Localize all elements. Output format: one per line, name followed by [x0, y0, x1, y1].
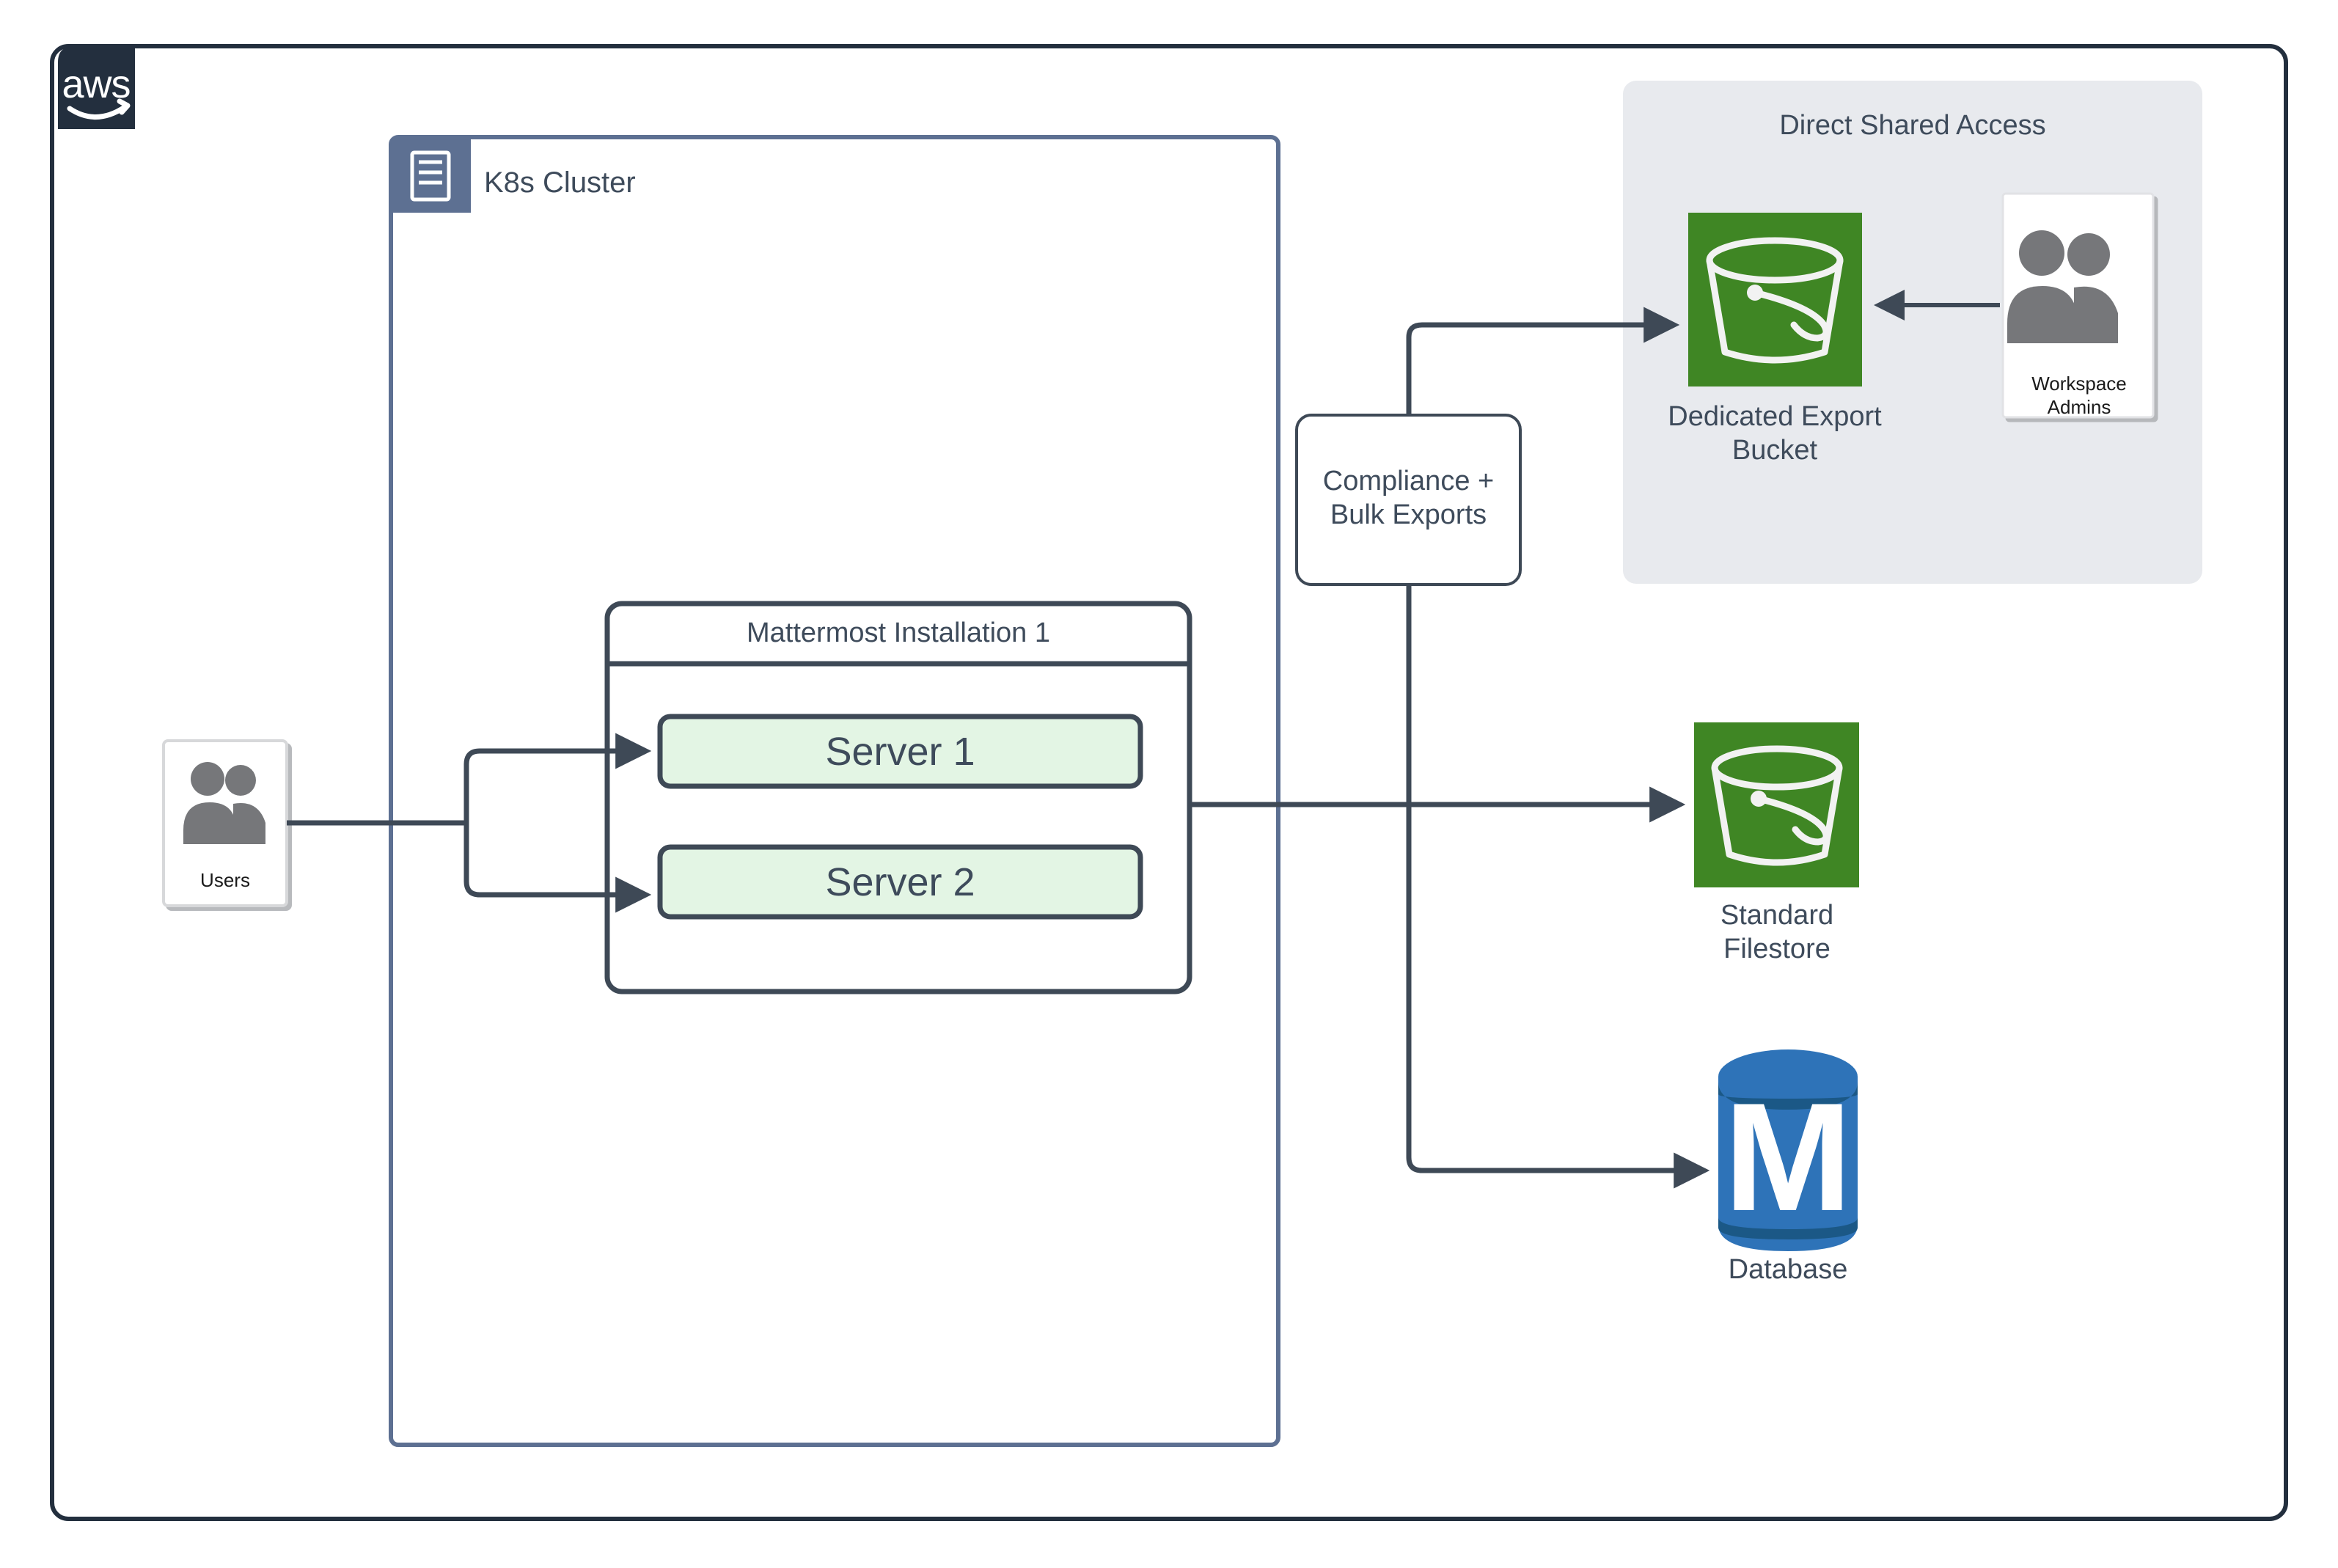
edge-compliance-to-database [1406, 585, 1710, 1189]
standard-filestore-node[interactable] [1694, 722, 1859, 887]
edge-fork-server1 [463, 733, 652, 823]
database-glyph: M [1724, 1071, 1853, 1243]
server-2-box[interactable] [657, 844, 1143, 920]
database-node[interactable]: M [1718, 1049, 1858, 1251]
compliance-bulk-exports-box[interactable] [1295, 414, 1522, 586]
edge-fork-server2 [463, 823, 652, 913]
aws-logo-icon: aws [58, 46, 135, 129]
server-1-box[interactable] [657, 714, 1143, 789]
users-icon [183, 762, 265, 844]
dedicated-export-bucket-node[interactable] [1688, 213, 1862, 386]
edge-compliance-to-export-bucket [1406, 307, 1680, 415]
kubernetes-rack-icon [391, 137, 471, 213]
users-icon [2007, 230, 2118, 343]
users-node[interactable] [162, 739, 288, 907]
workspace-admins-node[interactable] [2001, 192, 2155, 419]
